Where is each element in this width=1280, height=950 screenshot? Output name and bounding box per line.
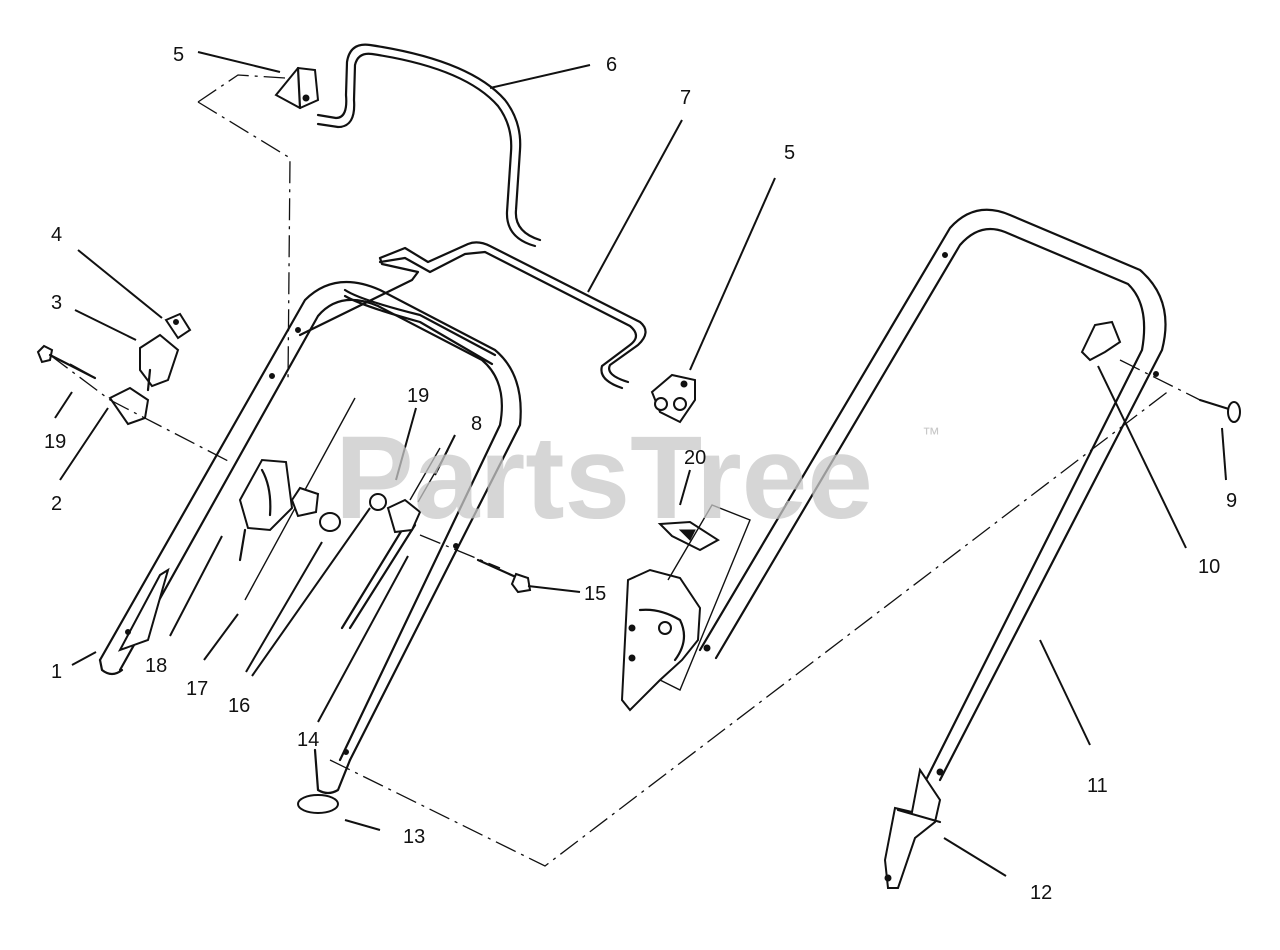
grip-part-1: [117, 567, 170, 652]
bracket-part-5-left: [274, 66, 320, 110]
foot-part-12: [883, 767, 942, 889]
callout-9: 9: [1226, 490, 1237, 512]
block-part-19: [290, 486, 320, 518]
callout-17: 17: [186, 678, 208, 700]
washer-part-13: [297, 794, 339, 814]
mounting-plate: [620, 568, 702, 712]
lower-handle-right: [698, 208, 1167, 782]
bolt-part-9: [1198, 398, 1241, 423]
callout-4: 4: [51, 224, 62, 246]
bolt-part-15: [476, 558, 532, 594]
callout-16: 16: [228, 695, 250, 717]
callout-labels: 5 6 7 5 4 3 19 2 19 8 20 9 10 15 1 18 17…: [44, 44, 1237, 904]
control-bail-part-7: [298, 241, 647, 390]
callout-5-upper: 5: [173, 44, 184, 66]
callout-12: 12: [1030, 882, 1052, 904]
callout-5-right: 5: [784, 142, 795, 164]
rod-part-14: [340, 498, 422, 630]
callout-14: 14: [297, 729, 319, 751]
insert-part-4: [164, 312, 192, 340]
knob-part-10: [1080, 320, 1122, 362]
callout-15: 15: [584, 583, 606, 605]
callout-10: 10: [1198, 556, 1220, 578]
knob-part-3: [139, 333, 180, 392]
clip-part-20: [657, 520, 720, 552]
callout-6: 6: [606, 54, 617, 76]
nut-part-16: [319, 493, 387, 532]
alignment-lines: [49, 74, 1201, 867]
plate-frame: [659, 504, 751, 691]
callout-3: 3: [51, 292, 62, 314]
bracket-part-18: [238, 458, 294, 562]
spacer-part-2: [108, 386, 150, 426]
callout-13: 13: [403, 826, 425, 848]
callout-7: 7: [680, 87, 691, 109]
leader-lines: [54, 51, 1227, 877]
bracket-part-5-right: [650, 373, 696, 424]
callout-11: 11: [1087, 775, 1108, 797]
callout-20: 20: [684, 447, 706, 469]
upper-handle-left: [98, 280, 522, 795]
control-bail-part-6: [316, 43, 542, 248]
callout-19-center: 19: [407, 385, 429, 407]
callout-2: 2: [51, 493, 62, 515]
callout-18: 18: [145, 655, 167, 677]
callout-19-left: 19: [44, 431, 66, 453]
watermark-trademark: ™: [922, 424, 940, 444]
bolt-part-19-left: [36, 344, 97, 380]
callout-8: 8: [471, 413, 482, 435]
callout-1: 1: [51, 661, 62, 683]
watermark-text: PartsTree: [335, 412, 873, 544]
